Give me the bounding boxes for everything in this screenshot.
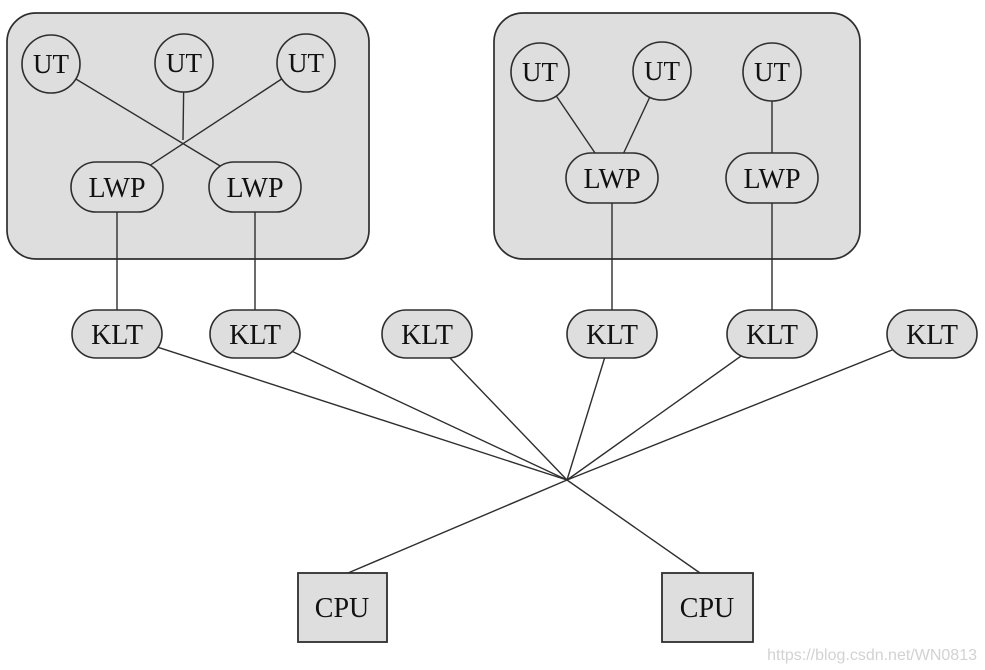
edge-klt2-hub <box>254 333 568 481</box>
cpu-label: CPU <box>315 593 369 624</box>
ut-label: UT <box>754 57 790 87</box>
lwp-node <box>208 161 302 213</box>
lwp-node <box>565 152 659 204</box>
lwp-node <box>70 161 164 213</box>
cpu-label: CPU <box>680 593 734 624</box>
klt-node <box>71 309 163 359</box>
edge-klt1-hub <box>116 333 568 481</box>
klt-label: KLT <box>746 320 798 351</box>
lwp-node <box>725 152 819 204</box>
ut-label: UT <box>33 49 69 79</box>
klt-node <box>209 309 301 359</box>
edge-klt5-hub <box>566 333 773 481</box>
lwp-label: LWP <box>743 164 800 195</box>
watermark-text: https://blog.csdn.net/WN0813 <box>767 647 977 664</box>
klt-node <box>886 309 978 359</box>
edge-hub-cpu1 <box>347 479 568 574</box>
ut-label: UT <box>644 56 680 86</box>
cpu-node <box>661 572 754 643</box>
ut-node <box>510 42 570 102</box>
ut-label: UT <box>166 48 202 78</box>
klt-node <box>381 309 473 359</box>
lwp-label: LWP <box>88 173 145 204</box>
klt-label: KLT <box>906 320 958 351</box>
ut-node <box>632 41 692 101</box>
klt-label: KLT <box>229 320 281 351</box>
klt-label: KLT <box>586 320 638 351</box>
cpu-node <box>297 572 388 643</box>
lwp-label: LWP <box>226 173 283 204</box>
klt-node <box>566 309 658 359</box>
ut-label: UT <box>288 48 324 78</box>
klt-label: KLT <box>401 320 453 351</box>
ut-node <box>21 34 81 94</box>
ut-node <box>154 33 214 93</box>
ut-node <box>276 33 336 93</box>
klt-label: KLT <box>91 320 143 351</box>
edge-hub-cpu2 <box>566 479 701 574</box>
edge-klt6-hub <box>566 333 933 481</box>
klt-node <box>726 309 818 359</box>
lwp-label: LWP <box>583 164 640 195</box>
ut-label: UT <box>522 57 558 87</box>
ut-node <box>742 42 802 102</box>
